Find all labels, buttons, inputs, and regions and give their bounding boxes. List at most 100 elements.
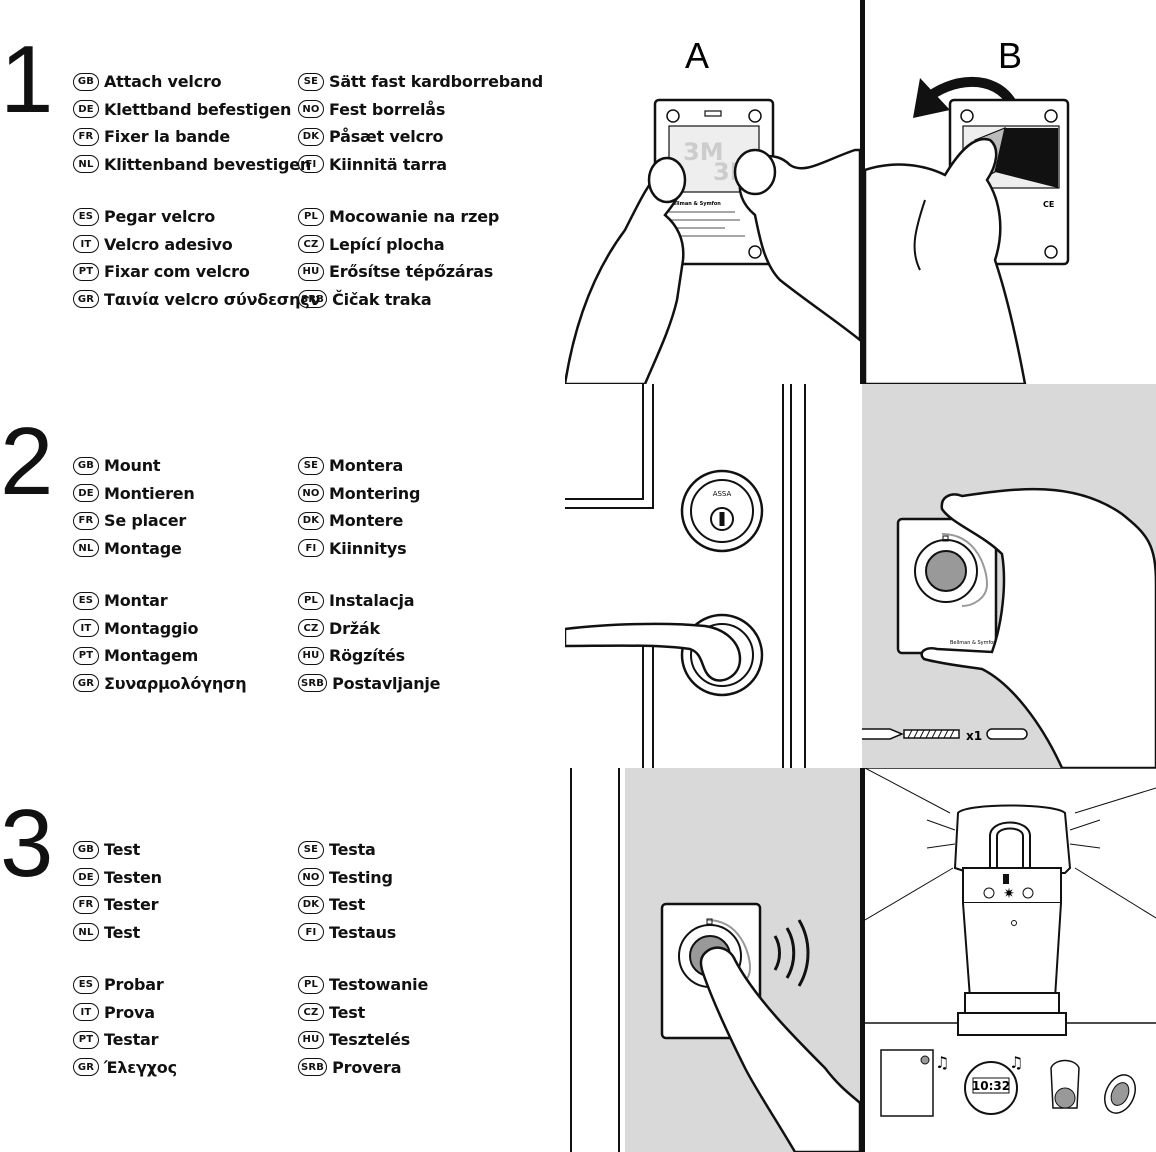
language-instruction: Montering (329, 483, 421, 503)
language-instruction: Συναρμολόγηση (104, 673, 247, 693)
brand-label: Bellman & Symfon (669, 201, 721, 207)
language-code-badge: DE (73, 100, 99, 119)
language-code-badge: CZ (298, 1003, 324, 1022)
language-code-badge: NL (73, 155, 99, 174)
language-code-badge: SE (298, 456, 324, 475)
language-code-badge: FI (298, 923, 324, 942)
language-code-badge: GB (73, 456, 99, 475)
language-code-badge: DK (298, 511, 324, 530)
language-instruction: Čičak traka (332, 289, 432, 309)
language-code-badge: PL (298, 591, 324, 610)
language-instruction: Έλεγχος (104, 1057, 177, 1077)
language-code-badge: SRB (298, 1058, 328, 1077)
language-instruction: Rögzítés (329, 646, 405, 666)
language-code-badge: PL (298, 975, 324, 994)
language-instruction: Mount (104, 456, 161, 476)
group-spacer (298, 946, 558, 971)
language-code-badge: NO (298, 100, 324, 119)
language-item: PT Testar (73, 1026, 303, 1054)
language-item: ES Pegar velcro (73, 203, 303, 231)
illustration-step1-a: A 3M 3M Bellman & Symfon CE (565, 0, 860, 384)
language-instruction: Montieren (104, 483, 195, 503)
language-instruction: Attach velcro (104, 72, 222, 92)
language-instruction: Test (104, 840, 141, 860)
wrist-vibrator-icon (1104, 1074, 1136, 1114)
language-code-badge: FR (73, 895, 99, 914)
language-instruction: Fest borrelås (329, 99, 446, 119)
language-code-badge: GB (73, 840, 99, 859)
step-number: 3 (0, 790, 53, 897)
language-code-badge: DK (298, 895, 324, 914)
vertical-divider-top (860, 0, 865, 384)
music-note-icon: ♫ (935, 1053, 949, 1072)
language-code-badge: SRB (298, 290, 328, 309)
language-item: GR Συναρμολόγηση (73, 670, 303, 698)
language-code-badge: SE (298, 840, 324, 859)
language-instruction: Test (329, 895, 366, 915)
language-code-badge: GR (73, 1058, 99, 1077)
language-instruction: Klittenband bevestigen (104, 154, 312, 174)
language-instruction: Sätt fast kardborreband (329, 72, 544, 92)
language-code-badge: PT (73, 1030, 99, 1049)
panel-label-a: A (685, 35, 709, 76)
screw-icon: x1 (862, 728, 1028, 743)
language-code-badge: IT (73, 235, 99, 254)
svg-text:10:32: 10:32 (972, 1079, 1010, 1093)
svg-text:CE: CE (1043, 200, 1054, 209)
language-instruction: Postavljanje (332, 673, 441, 693)
svg-text:Bellman & Symfon: Bellman & Symfon (950, 640, 996, 646)
language-code-badge: IT (73, 619, 99, 638)
language-code-badge: PT (73, 646, 99, 665)
language-code-badge: GR (73, 674, 99, 693)
language-code-badge: NL (73, 539, 99, 558)
language-instruction: Påsæt velcro (329, 127, 444, 147)
language-code-badge: ES (73, 207, 99, 226)
language-code-badge: DE (73, 484, 99, 503)
receiver-unit-icon: ✷ Bellman & Symfon (953, 804, 1072, 1036)
svg-text:3M: 3M (683, 138, 724, 166)
alarm-clock-icon: 10:32 (964, 1061, 1018, 1115)
language-instruction: Testar (104, 1030, 159, 1050)
language-code-badge: SRB (298, 674, 328, 693)
language-instruction: Tester (104, 895, 159, 915)
language-instruction: Montar (104, 591, 168, 611)
language-item: FR Tester (73, 891, 303, 919)
language-instruction: Montere (329, 511, 404, 531)
language-instruction: Ταινία velcro σύνδεσηςν (104, 289, 321, 309)
illustration-step1-b: B CE (865, 0, 1156, 384)
language-instruction: Pegar velcro (104, 207, 216, 227)
group-spacer (298, 178, 558, 203)
svg-text:Bellman & Symfon: Bellman & Symfon (669, 201, 721, 207)
language-code-badge: GR (73, 290, 99, 309)
language-item: GR Ταινία velcro σύνδεσηςν (73, 286, 320, 314)
language-instruction: Fixer la bande (104, 127, 231, 147)
language-instruction: Testaus (329, 922, 397, 942)
language-code-badge: FR (73, 511, 99, 530)
language-instruction: Fixar com velcro (104, 262, 250, 282)
bed-shaker-icon (1050, 1059, 1080, 1109)
